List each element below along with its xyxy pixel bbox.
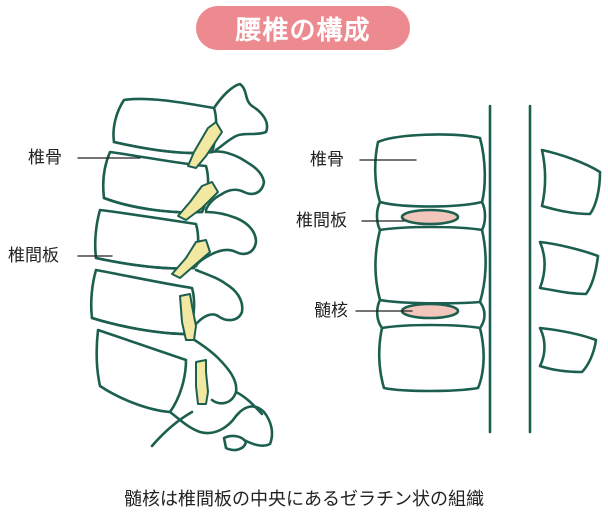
title-badge: 腰椎の構成 [196, 6, 410, 50]
label-left-vertebra: 椎骨 [28, 148, 62, 168]
sacrum-curve [152, 412, 192, 446]
title-text: 腰椎の構成 [235, 10, 370, 47]
section-vertebra-middle [376, 227, 486, 303]
sacrum [170, 406, 272, 445]
disc-wall-right-1 [482, 202, 485, 230]
label-right-vertebra: 椎骨 [310, 150, 344, 170]
spinous-process-3 [196, 212, 256, 266]
spine-cross-section [375, 106, 600, 432]
spinous-process-1 [214, 84, 267, 150]
nerve-root-1 [188, 122, 222, 168]
disc-wall-left-1 [377, 202, 380, 230]
disc-wall-right-2 [480, 302, 485, 328]
disc-wall-left-2 [377, 300, 382, 328]
nerve-root-5 [196, 360, 208, 404]
sacral-foramen [224, 436, 246, 450]
posterior-element-2 [540, 242, 598, 294]
leader-lines [78, 158, 416, 311]
posterior-element-3 [540, 328, 596, 372]
posterior-element-1 [542, 150, 600, 214]
nerve-roots [172, 122, 222, 404]
spinous-process-2 [206, 151, 264, 210]
caption: 髄核は椎間板の中央にあるゼラチン状の組織 [0, 485, 608, 511]
vertebra-body-5 [97, 330, 186, 412]
nucleus-1 [402, 210, 458, 224]
section-vertebra-bottom [379, 325, 483, 391]
label-right-disc: 椎間板 [296, 211, 347, 231]
section-vertebra-top [375, 135, 485, 207]
label-left-disc: 椎間板 [8, 246, 59, 266]
vertebra-body-4 [91, 270, 194, 334]
label-nucleus: 髄核 [314, 301, 348, 321]
